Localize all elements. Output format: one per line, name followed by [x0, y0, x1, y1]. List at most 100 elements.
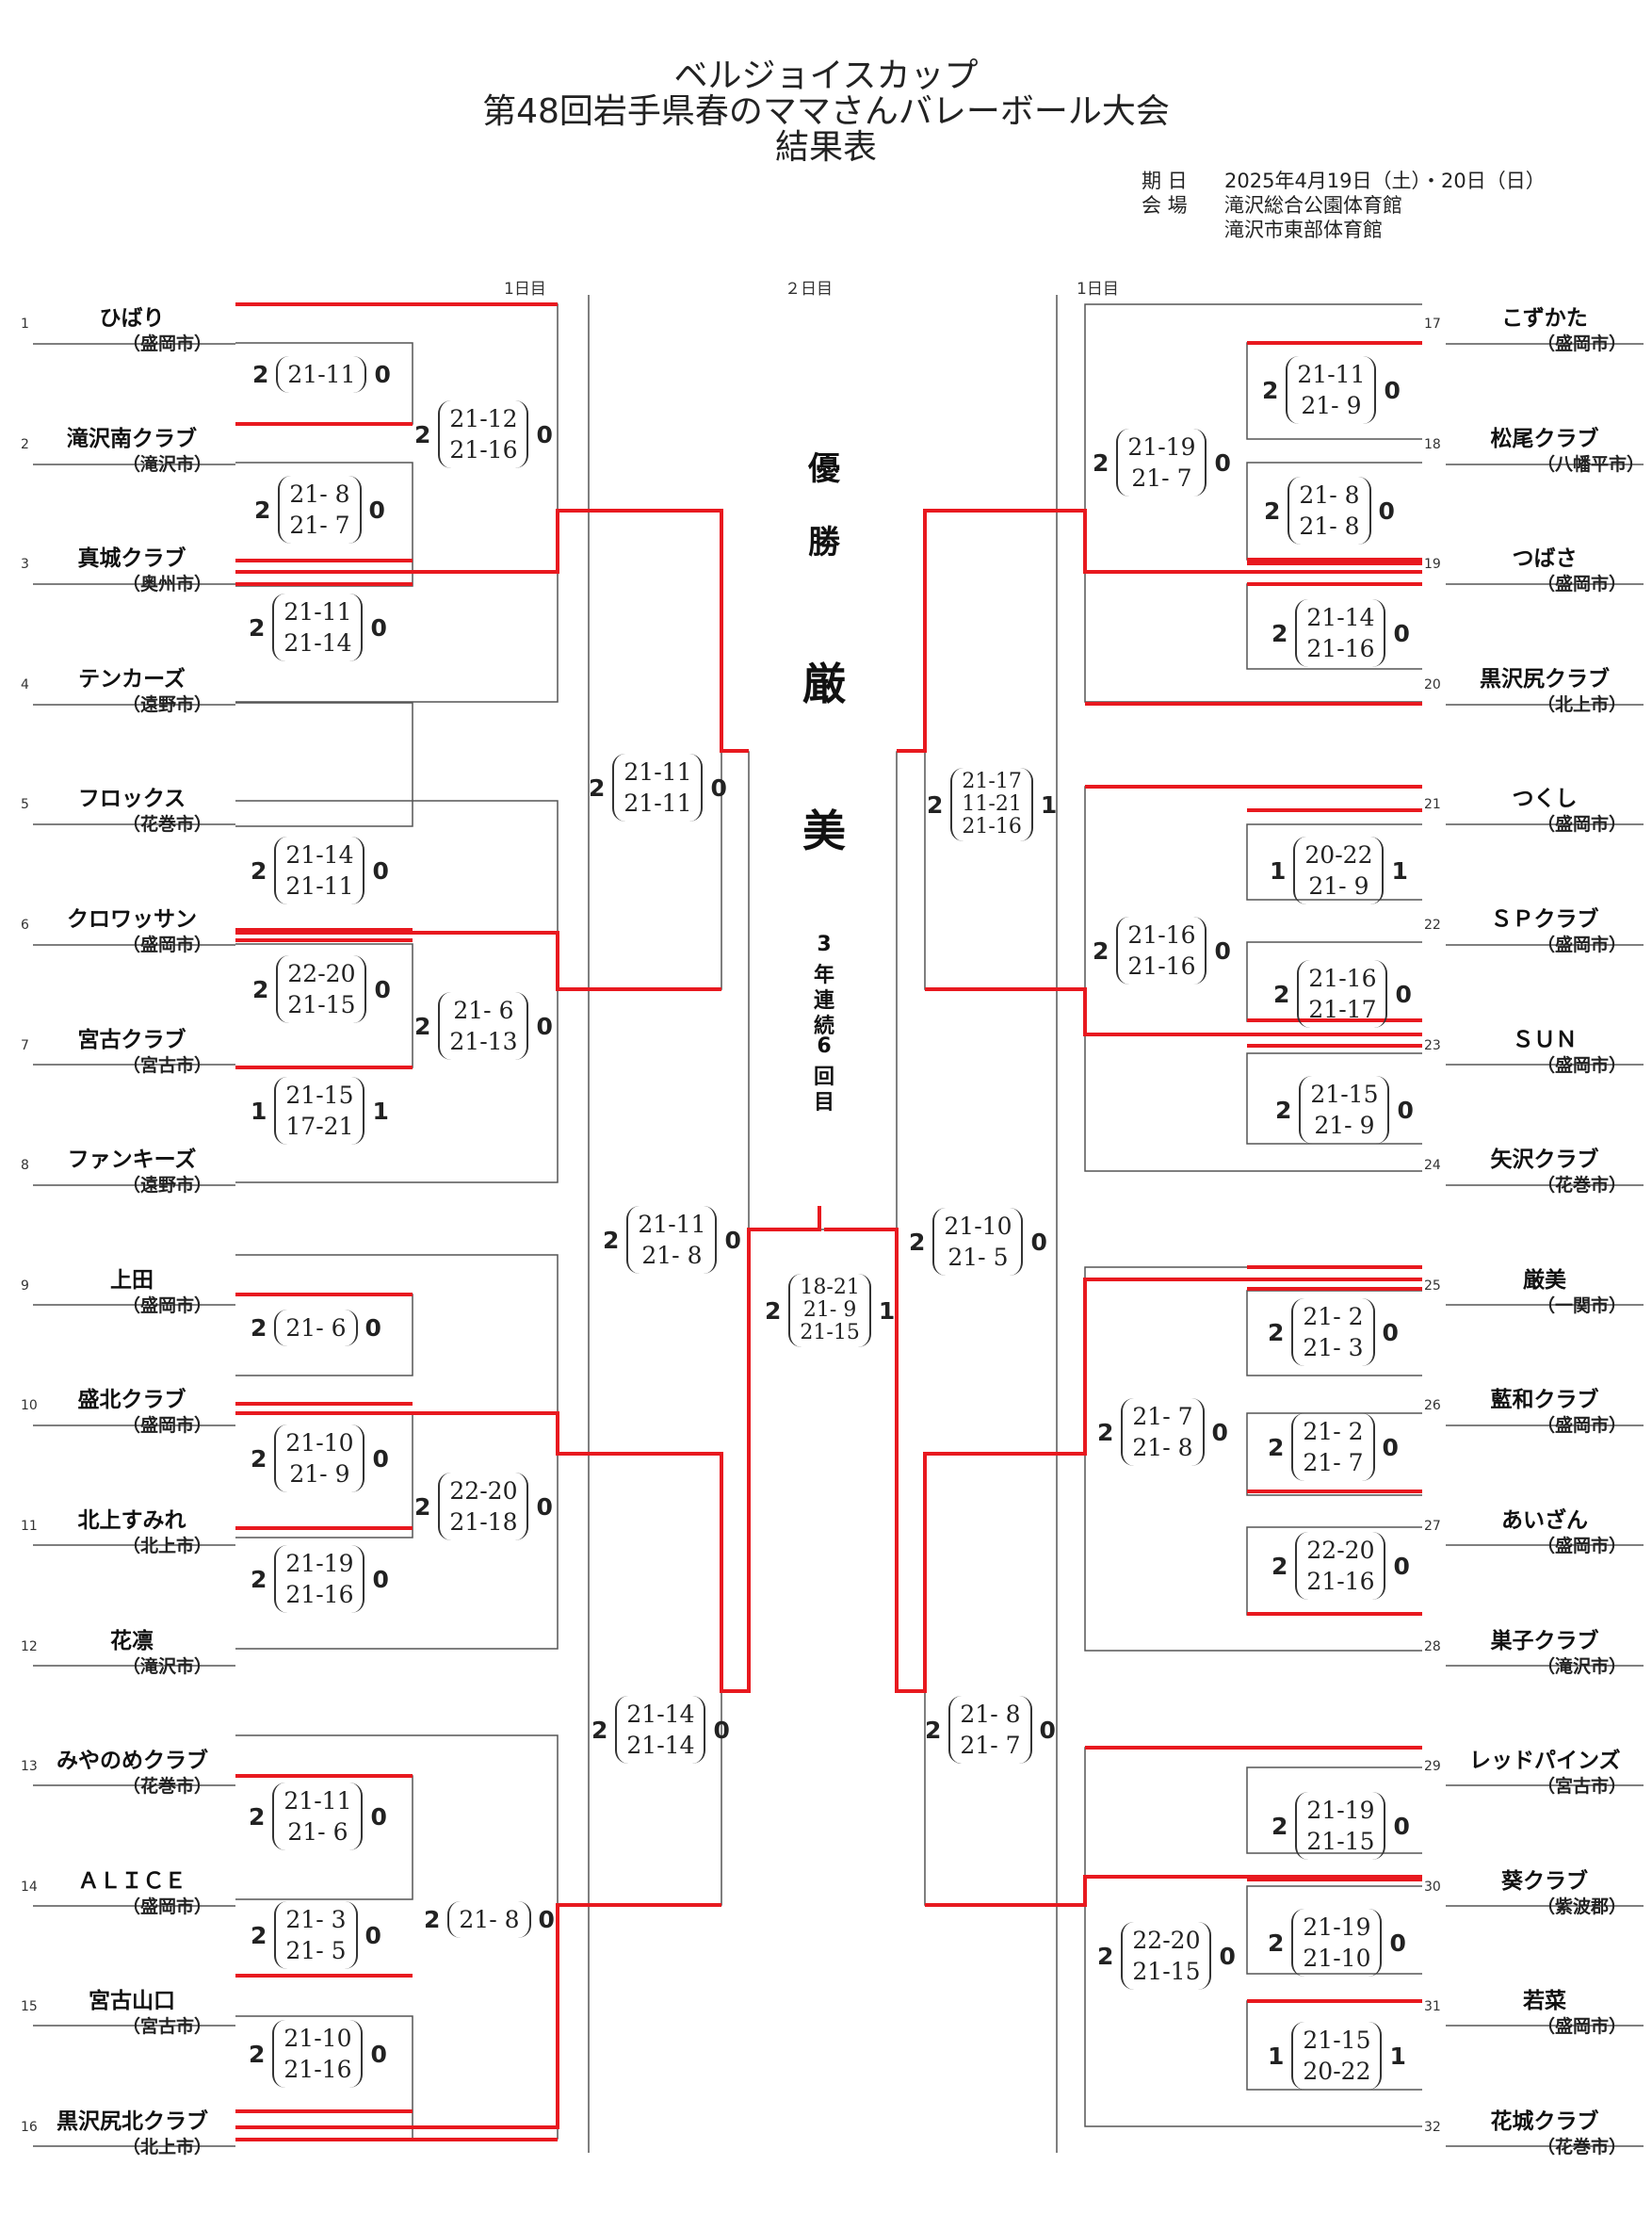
sets-won-a: 2 [251, 1921, 267, 1949]
set-score: 21- 6 [287, 1818, 348, 1846]
team-name: みやのめクラブ [57, 1749, 208, 1774]
streak-char: 年 [813, 964, 834, 987]
set-score: 21- 6 [453, 997, 514, 1024]
team-number: 27 [1424, 1519, 1441, 1534]
set-score: 21-17 [1308, 996, 1377, 1023]
set-score: 11-21 [962, 792, 1022, 816]
set-score: 21-14 [626, 1701, 695, 1728]
team-name: ＳＰクラブ [1490, 907, 1599, 932]
set-score: 21-12 [449, 405, 518, 432]
team-name: 滝沢南クラブ [67, 426, 197, 451]
team-location: （宮古市） [122, 2016, 213, 2038]
set-score: 20-22 [1303, 2058, 1371, 2085]
set-score: 17-21 [285, 1113, 354, 1140]
set-score: 21- 6 [285, 1314, 347, 1342]
team-number: 13 [21, 1759, 38, 1775]
team-number: 32 [1424, 2120, 1441, 2135]
team-location: （盛岡市） [1537, 1054, 1628, 1076]
set-score: 21-15 [1310, 1081, 1379, 1108]
sets-won-b: 0 [370, 1802, 387, 1831]
bracket-line-right [1246, 1885, 1422, 1975]
team-name: 宮古山口 [89, 1989, 175, 2014]
team-location: （盛岡市） [122, 1294, 213, 1316]
set-score: 18-21 [800, 1276, 860, 1299]
set-score: 21-19 [285, 1550, 354, 1577]
sets-won-a: 1 [251, 1097, 267, 1125]
team-name: 若菜 [1523, 1989, 1566, 2014]
set-score: 21-18 [449, 1508, 518, 1536]
team-number: 20 [1424, 676, 1441, 692]
team-name: 藍和クラブ [1490, 1388, 1599, 1413]
champion-char-2: 勝 [808, 524, 840, 562]
team-location: （一関市） [1537, 1294, 1628, 1316]
sets-won-a: 2 [589, 773, 606, 802]
sets-won-b: 0 [1214, 448, 1231, 477]
sets-won-b: 0 [370, 2040, 387, 2068]
set-score: 21-11 [624, 790, 692, 817]
team-name: 花城クラブ [1490, 2109, 1599, 2134]
sets-won-b: 0 [1382, 1433, 1399, 1461]
set-score: 21- 3 [285, 1906, 347, 1933]
team-number: 16 [21, 2120, 38, 2135]
set-score: 21- 8 [641, 1242, 703, 1269]
team-number: 8 [21, 1158, 29, 1174]
sets-won-a: 2 [249, 1802, 266, 1831]
set-score: 21-10 [944, 1213, 1012, 1240]
sets-won-b: 0 [364, 1921, 381, 1949]
team-number: 19 [1424, 557, 1441, 573]
set-score: 21- 8 [960, 1701, 1021, 1728]
team-number: 28 [1424, 1638, 1441, 1654]
sets-won-b: 0 [1039, 1716, 1056, 1744]
set-scores: 21-10 21- 5 [932, 1208, 1024, 1276]
team-number: 15 [21, 1999, 38, 2015]
sets-won-a: 2 [414, 420, 431, 448]
sets-won-a: 2 [1093, 936, 1109, 965]
set-score: 21-16 [1306, 635, 1375, 662]
sets-won-a: 2 [1268, 1929, 1285, 1957]
team-name: つばさ [1512, 546, 1578, 572]
set-score: 21- 7 [1303, 1449, 1364, 1476]
day2-label: ２日目 [785, 280, 833, 299]
set-score: 21-13 [449, 1028, 518, 1055]
sets-won-a: 2 [249, 613, 266, 642]
team-number: 26 [1424, 1398, 1441, 1414]
team-name: あいざん [1501, 1508, 1588, 1533]
day1-left-label: 1日目 [504, 280, 546, 299]
set-score: 21-14 [626, 1732, 695, 1759]
title-tournament: 第48回岩手県春のママさんバレーボール大会 [482, 92, 1170, 131]
team-location: （盛岡市） [1537, 1536, 1628, 1556]
set-score: 21- 9 [802, 1298, 857, 1322]
set-score: 21- 5 [947, 1244, 1009, 1271]
team-location: （盛岡市） [1537, 2016, 1628, 2038]
sets-won-a: 2 [765, 1296, 782, 1325]
sets-won-b: 0 [372, 856, 389, 885]
set-score: 21- 8 [1299, 481, 1360, 509]
set-score: 21- 9 [1301, 392, 1362, 419]
venue-1: 滝沢総合公園体育館 [1224, 194, 1402, 217]
team-name: 黒沢尻北クラブ [57, 2109, 208, 2134]
set-score: 21-15 [1303, 2027, 1371, 2054]
sets-won-b: 0 [536, 420, 553, 448]
set-score: 21-11 [1297, 361, 1366, 388]
sets-won-a: 1 [1268, 2042, 1285, 2070]
team-name: 厳美 [1523, 1267, 1566, 1293]
sets-won-b: 0 [536, 1012, 553, 1040]
